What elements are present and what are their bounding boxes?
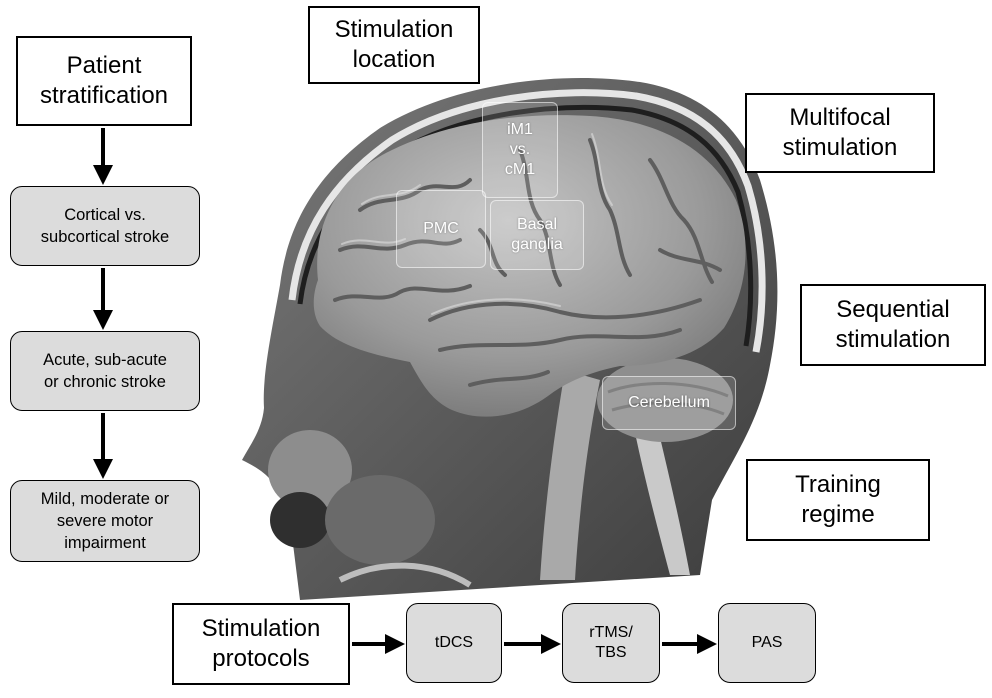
stroke-phase-box: Acute, sub-acute or chronic stroke bbox=[10, 331, 200, 411]
cerebellum-shape bbox=[597, 358, 733, 442]
multifocal-stimulation-box: Multifocal stimulation bbox=[745, 93, 935, 173]
motor-impairment-box: Mild, moderate or severe motor impairmen… bbox=[10, 480, 200, 562]
region-cerebellum: Cerebellum bbox=[602, 376, 736, 430]
region-im1-cm1: iM1 vs. cM1 bbox=[482, 102, 558, 198]
stimulation-location-box: Stimulation location bbox=[308, 6, 480, 84]
training-regime-box: Training regime bbox=[746, 459, 930, 541]
region-basal-ganglia: Basal ganglia bbox=[490, 200, 584, 270]
sequential-stimulation-box: Sequential stimulation bbox=[800, 284, 986, 366]
protocol-tdcs: tDCS bbox=[406, 603, 502, 683]
stimulation-protocols-box: Stimulation protocols bbox=[172, 603, 350, 685]
protocol-rtms-tbs: rTMS/ TBS bbox=[562, 603, 660, 683]
region-pmc: PMC bbox=[396, 190, 486, 268]
protocol-pas: PAS bbox=[718, 603, 816, 683]
patient-stratification-box: Patient stratification bbox=[16, 36, 192, 126]
cortical-subcortical-stroke-box: Cortical vs. subcortical stroke bbox=[10, 186, 200, 266]
